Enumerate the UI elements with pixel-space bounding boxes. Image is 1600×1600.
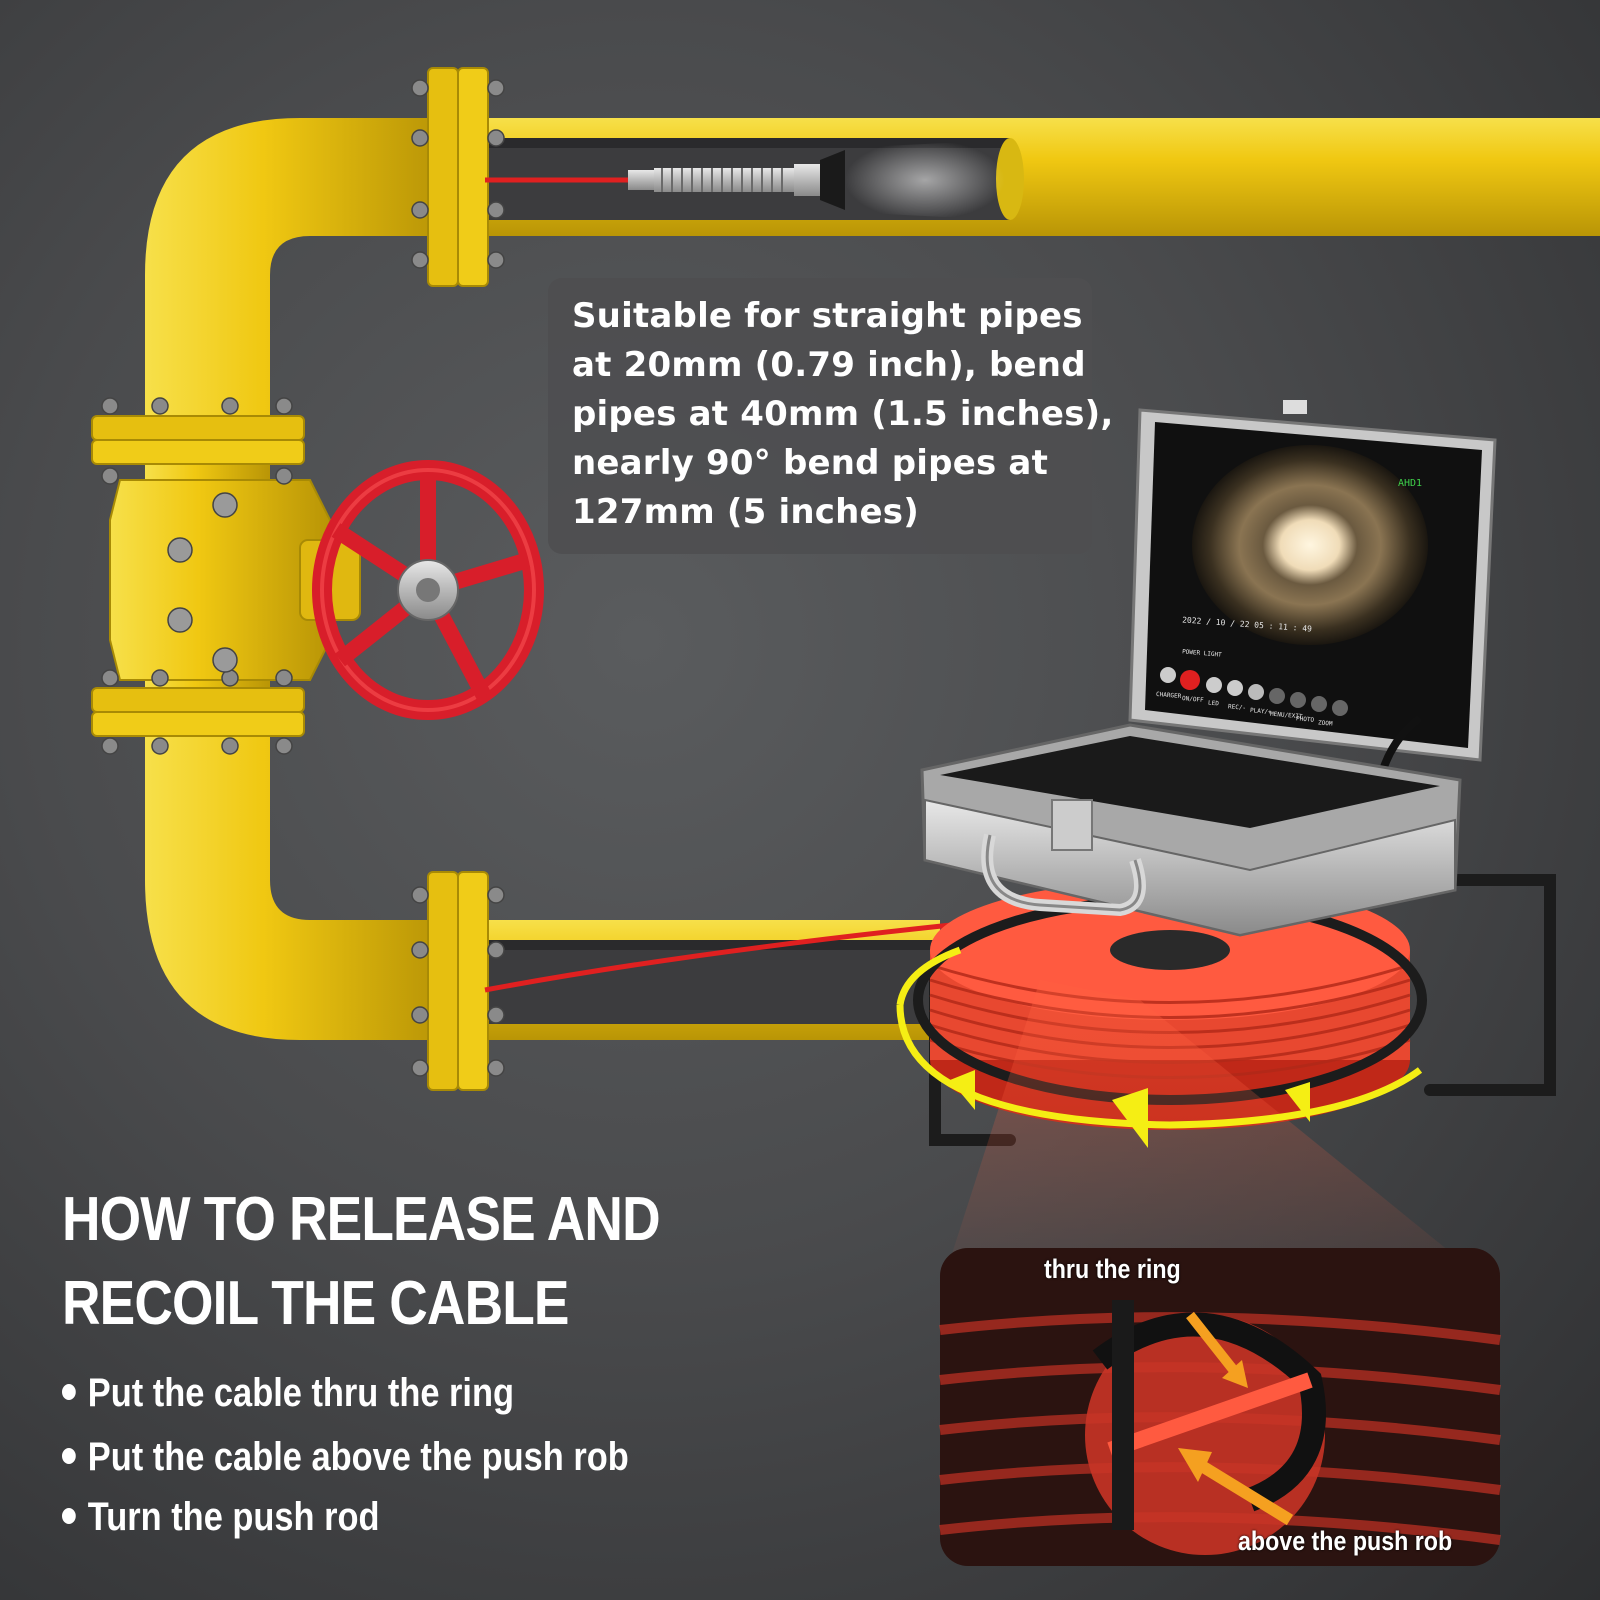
- bullet-dot-icon: [62, 1448, 76, 1465]
- camera-probe: [485, 140, 1005, 220]
- monitor-button-label-photo: PHOTO: [1295, 715, 1315, 724]
- list-item: Put the cable thru the ring: [62, 1368, 514, 1418]
- pipe-compatibility-info-box: Suitable for straight pipes at 20mm (0.7…: [548, 278, 1114, 554]
- info-line: nearly 90° bend pipes at: [572, 443, 1049, 483]
- heading-line-2: RECOIL THE CABLE: [62, 1269, 569, 1338]
- red-valve-wheel: [312, 460, 544, 720]
- info-line: at 20mm (0.79 inch), bend: [572, 345, 1086, 385]
- bullet-dot-icon: [62, 1384, 76, 1401]
- instructions-heading: HOW TO RELEASE AND RECOIL THE CABLE: [62, 1178, 661, 1346]
- step-text: Put the cable thru the ring: [87, 1371, 515, 1415]
- monitor-button-label-zoom: ZOOM: [1317, 719, 1333, 728]
- info-line: 127mm (5 inches): [572, 492, 919, 532]
- cable-reel: [913, 874, 1556, 1260]
- info-line: pipes at 40mm (1.5 inches),: [572, 394, 1114, 434]
- list-item: Turn the push rod: [62, 1492, 380, 1542]
- step-text: Turn the push rod: [87, 1495, 380, 1539]
- step-text: Put the cable above the push rob: [87, 1435, 629, 1479]
- monitor-button-label-rec: REC/-: [1227, 703, 1247, 712]
- list-item: Put the cable above the push rob: [62, 1432, 629, 1482]
- info-line: Suitable for straight pipes: [572, 296, 1083, 336]
- rotation-arrow: [896, 946, 1423, 1148]
- heading-line-1: HOW TO RELEASE AND: [62, 1185, 661, 1254]
- bullet-dot-icon: [62, 1508, 76, 1525]
- monitor-pipe-view: [1192, 445, 1428, 645]
- inset-label-thru-ring: thru the ring: [1044, 1254, 1181, 1284]
- cable-in-pipe: [484, 917, 1001, 993]
- detail-inset: [939, 1248, 1501, 1566]
- inspection-case: [920, 400, 1497, 937]
- monitor-button-label-led: LED: [1207, 699, 1220, 708]
- monitor-channel-label: AHD1: [1398, 478, 1423, 489]
- flange-bolts: [101, 79, 505, 1077]
- inset-label-above-push-rob: above the push rob: [1238, 1526, 1453, 1556]
